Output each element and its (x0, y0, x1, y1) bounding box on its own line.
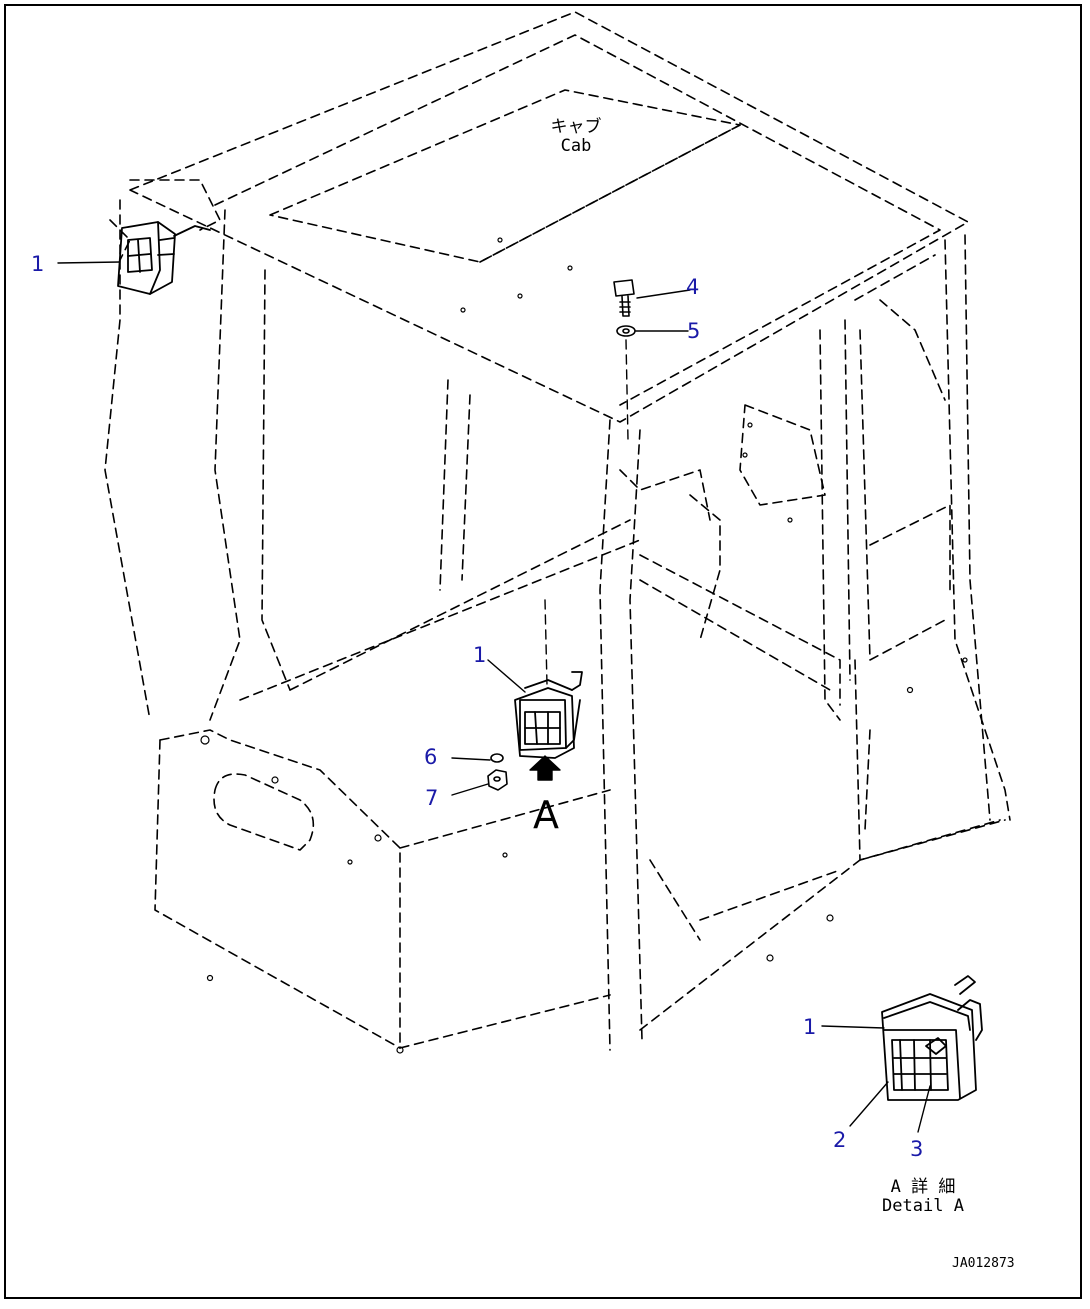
detail-label-jp: A 詳 細 (890, 1177, 956, 1197)
bolt (613, 279, 635, 317)
view-letter: A (533, 793, 559, 837)
frame-details (200, 237, 968, 1054)
leader-lines (57, 261, 931, 1133)
cab-frame (104, 11, 1011, 1051)
callout-2: 2 (833, 1128, 847, 1152)
callout-6: 6 (424, 745, 438, 769)
view-arrow (529, 755, 561, 781)
callout-4: 4 (686, 275, 700, 299)
callout-5: 5 (687, 319, 701, 343)
work-lamp-detail (881, 975, 983, 1101)
drawing-id: JA012873 (952, 1256, 1015, 1271)
washer (616, 325, 636, 337)
detail-label-en: Detail A (882, 1196, 964, 1216)
callout-7: 7 (425, 786, 439, 810)
callout-3: 3 (910, 1137, 924, 1161)
work-lamp-left (117, 221, 211, 295)
callout-1-left: 1 (31, 252, 45, 276)
detail-label: A 詳 細 Detail A (868, 1178, 978, 1216)
work-lamp-center (514, 671, 583, 759)
callout-1-detail: 1 (803, 1015, 817, 1039)
cab-label-jp: キャブ (550, 117, 602, 137)
drawing-frame (4, 4, 1082, 1299)
cab-label: キャブ Cab (538, 118, 614, 156)
washer-small (490, 753, 504, 763)
nut (487, 769, 508, 791)
callout-1-center: 1 (473, 643, 487, 667)
cab-label-en: Cab (560, 136, 592, 156)
